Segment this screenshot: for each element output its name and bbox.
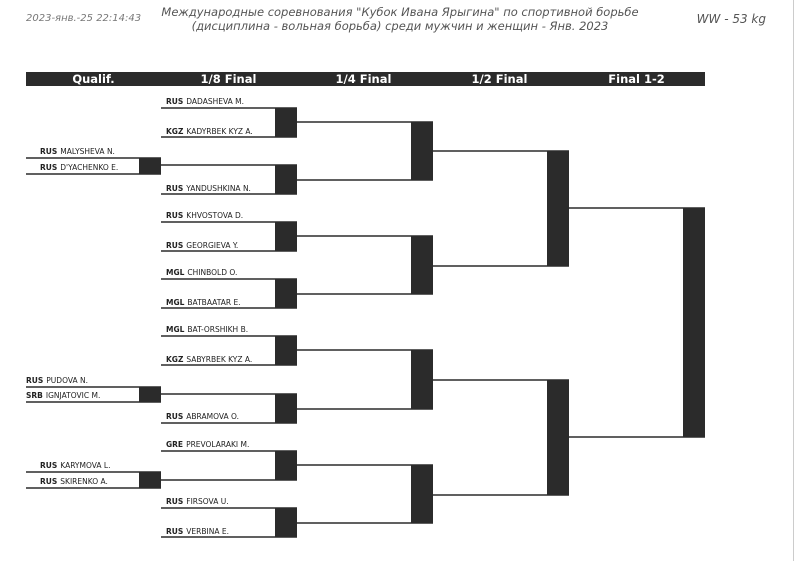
timestamp: 2023-янв.-25 22:14:43 <box>26 13 142 24</box>
quarterfinal-match-bar <box>411 350 433 409</box>
round16-match-bar <box>275 165 297 194</box>
event-title-line1: Международные соревнования "Кубок Ивана … <box>161 5 639 19</box>
round16-match-bar <box>275 108 297 137</box>
col-quarterfinal: 1/4 Final <box>335 72 392 86</box>
col-semifinal: 1/2 Final <box>471 72 528 86</box>
round16-match-bar <box>275 394 297 423</box>
round16-match-bar <box>275 279 297 308</box>
column-header-bar <box>26 72 705 86</box>
col-final: Final 1-2 <box>608 72 665 86</box>
qualif-match-bar <box>139 387 161 402</box>
event-title: Международные соревнования "Кубок Ивана … <box>150 5 650 33</box>
round16-match-bar <box>275 222 297 251</box>
round16-match-bar <box>275 336 297 365</box>
semifinal-match-bar <box>547 380 569 495</box>
quarterfinal-match-bar <box>411 236 433 294</box>
quarterfinal-match-bar <box>411 465 433 523</box>
qualif-match-bar <box>139 472 161 488</box>
col-round16: 1/8 Final <box>200 72 257 86</box>
col-qualif: Qualif. <box>72 72 115 86</box>
weight-category: WW - 53 kg <box>696 12 766 26</box>
event-title-line2: (дисциплина - вольная борьба) среди мужч… <box>191 19 609 33</box>
round16-match-bar <box>275 508 297 537</box>
final-match-bar <box>683 208 705 437</box>
semifinal-match-bar <box>547 151 569 266</box>
round16-match-bar <box>275 451 297 480</box>
qualif-match-bar <box>139 158 161 174</box>
quarterfinal-match-bar <box>411 122 433 180</box>
